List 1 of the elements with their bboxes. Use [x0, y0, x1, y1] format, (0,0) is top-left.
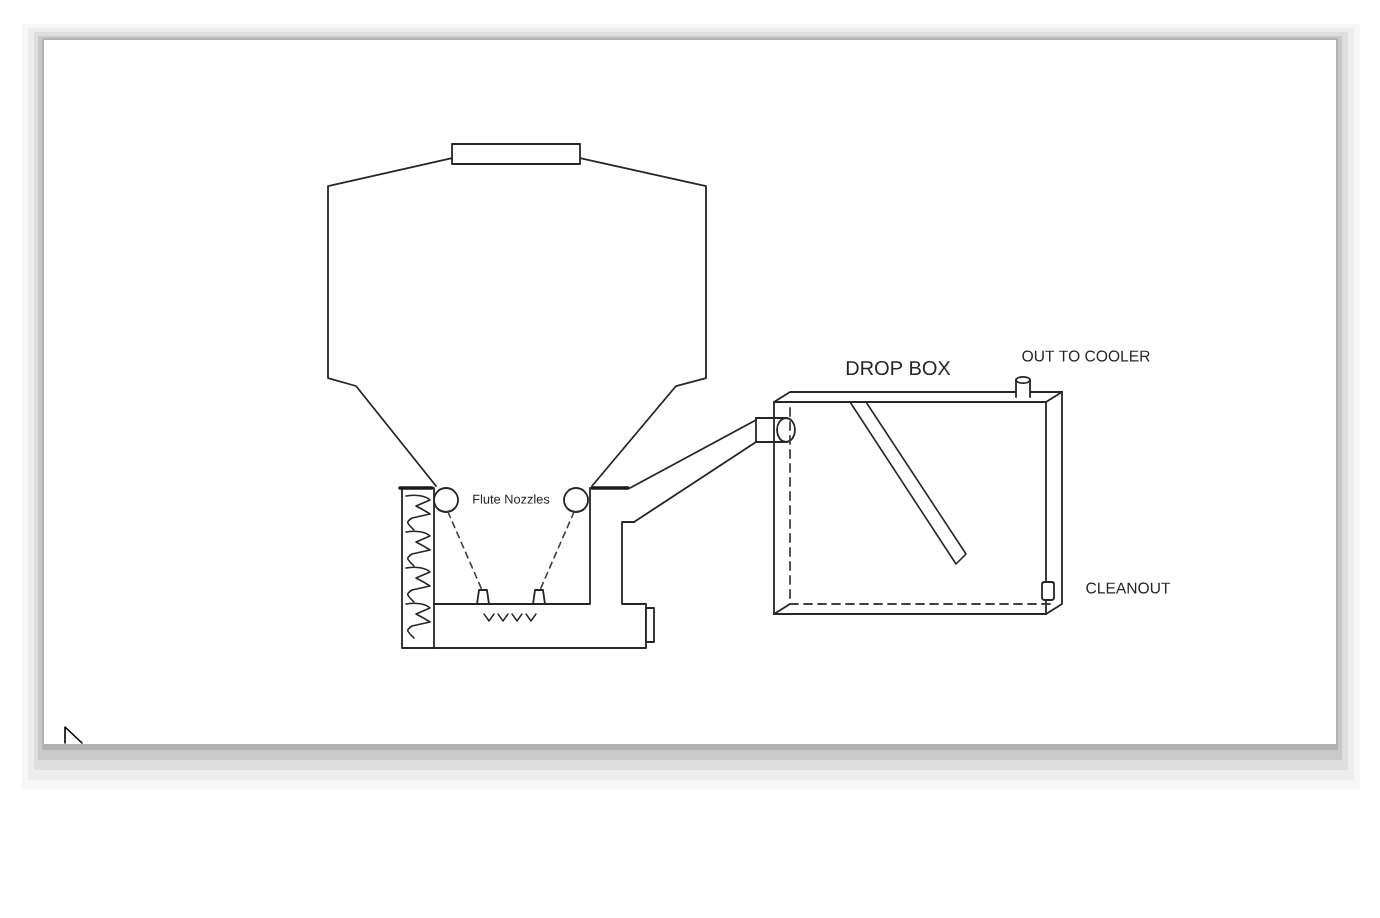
part-label: DROP BOX: [846, 360, 951, 376]
